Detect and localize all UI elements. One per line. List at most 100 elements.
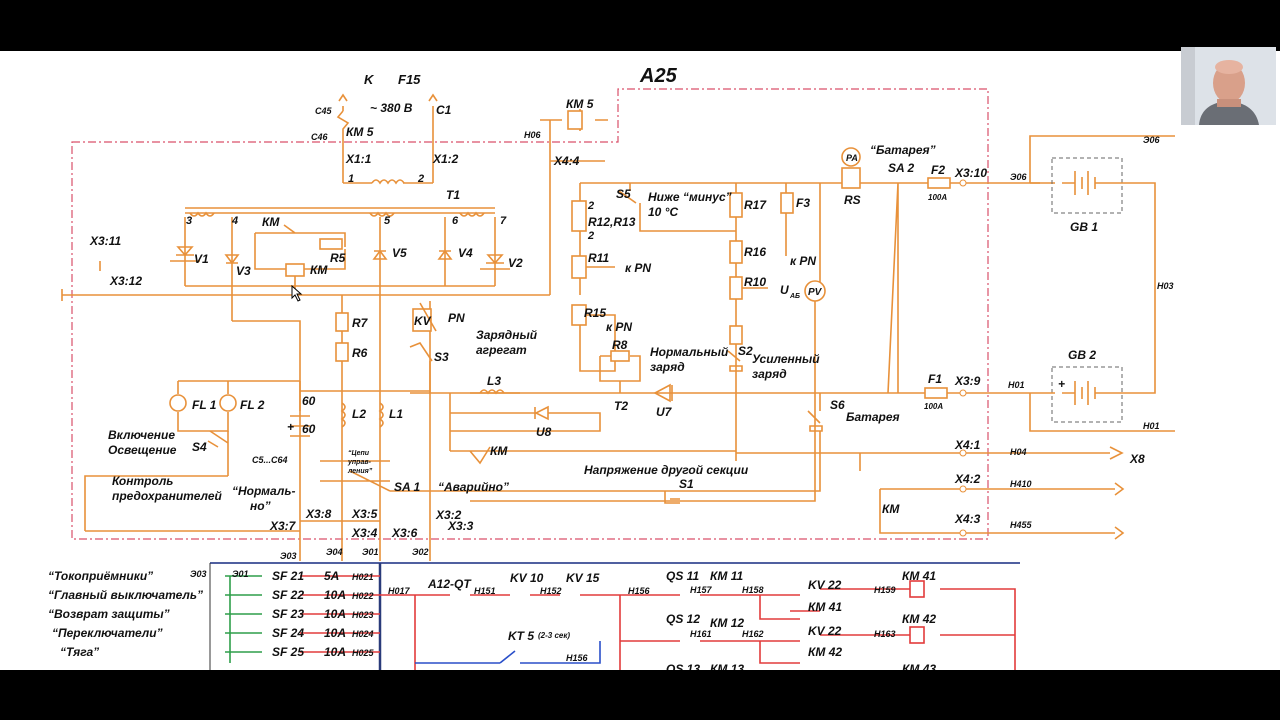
label-labels-r12: R12,R13 — [588, 215, 636, 229]
label-labels-battery2: Батарея — [846, 410, 900, 424]
label-labels-e02: Э02 — [412, 547, 428, 557]
label-labels-c1: С1 — [436, 103, 452, 117]
bottom-logic — [209, 562, 1020, 670]
label-labels-l1: L1 — [389, 407, 403, 421]
label-labels-battery: “Батарея” — [870, 143, 936, 157]
label-bottom_rows-2-sf: SF 23 — [272, 607, 304, 621]
label-labels-x3_6: Х3:6 — [391, 526, 418, 540]
label-labels-c60a: 60 — [302, 394, 316, 408]
label-labels-x3_3: Х3:3 — [447, 519, 474, 533]
label-labels-plus2: + — [1058, 377, 1065, 391]
label-bottom_rows-3-name: “Переключатели” — [52, 626, 163, 640]
label-bottom-km42: КМ 42 — [902, 612, 936, 626]
label-labels-h455: Н455 — [1010, 520, 1033, 530]
label-labels-charge: Зарядный — [476, 328, 538, 342]
label-labels-x1_2: Х1:2 — [432, 152, 459, 166]
label-labels-zaryad: заряд — [650, 360, 685, 374]
label-bottom_rows-2-wire: Н023 — [352, 610, 374, 620]
label-bottom_rows-0-name: “Токоприёмники” — [48, 569, 153, 583]
label-labels-a100b: 100A — [924, 402, 943, 411]
label-labels-r10: R10 — [744, 275, 766, 289]
label-labels-h06: Н06 — [524, 130, 542, 140]
presenter-avatar — [1181, 47, 1276, 125]
label-labels-x3_9: Х3:9 — [954, 374, 981, 388]
label-labels-sa2: SA 2 — [888, 161, 915, 175]
schematic-canvas: A25 K F15 ~ 380 В С45 С1 С46 КМ 5 КМ 5 Н… — [0, 51, 1280, 670]
label-labels-s6: S6 — [830, 398, 845, 412]
label-labels-n6: 6 — [452, 215, 459, 227]
label-labels-two_a: 2 — [587, 200, 594, 212]
label-labels-pv: PV — [808, 287, 823, 298]
label-bottom_rows-4-sf: SF 25 — [272, 645, 304, 659]
label-labels-n4: 4 — [231, 215, 238, 227]
label-labels-v5: V5 — [392, 246, 407, 260]
label-labels-km_c: КМ — [490, 444, 508, 458]
label-bottom-h162: Н162 — [742, 629, 764, 639]
label-labels-pn: PN — [448, 311, 465, 325]
label-labels-r11: R11 — [588, 251, 609, 265]
label-bottom-h152: Н152 — [540, 586, 562, 596]
label-labels-n3: 3 — [186, 215, 192, 227]
label-labels-f3: F3 — [796, 196, 810, 210]
label-labels-minus: Ниже “минус” — [648, 190, 732, 204]
label-labels-chain3: ления” — [347, 468, 373, 475]
label-labels-chain2: управ- — [347, 459, 372, 466]
label-bottom-a12qt: А12-QT — [427, 577, 472, 591]
label-bottom-km13: КМ 13 — [710, 662, 744, 670]
label-labels-x3_10: Х3:10 — [954, 166, 987, 180]
label-labels-x4_3: Х4:3 — [954, 512, 981, 526]
label-labels-boost: Усиленный — [752, 352, 820, 366]
label-labels-r6: R6 — [352, 346, 368, 360]
label-labels-two_b: 2 — [587, 230, 594, 242]
label-labels-x3_7: Х3:7 — [269, 519, 297, 533]
label-labels-tenc: 10 °C — [648, 205, 678, 219]
label-labels-s1: S1 — [679, 477, 694, 491]
label-labels-e06a: Э06 — [1143, 135, 1160, 145]
label-labels-pa: PA — [846, 153, 858, 163]
label-labels-gb1: GB 1 — [1070, 220, 1098, 234]
label-bottom_rows-3-amp: 10A — [324, 626, 346, 640]
label-labels-km5b: КМ 5 — [566, 97, 594, 111]
label-labels-incl: Включение — [108, 428, 175, 442]
label-labels-x3_5: Х3:5 — [351, 507, 378, 521]
label-labels-x8: Х8 — [1129, 452, 1145, 466]
label-labels-two: 2 — [417, 173, 424, 185]
label-labels-kv: KV — [414, 314, 432, 328]
label-labels-r7: R7 — [352, 316, 369, 330]
label-labels-km: КМ — [262, 215, 280, 229]
label-bottom-km11: КМ 11 — [710, 569, 743, 583]
label-bottom-h156b: Н156 — [566, 653, 589, 663]
label-labels-h03: Н03 — [1157, 281, 1174, 291]
label-labels-f15: F15 — [398, 72, 421, 87]
label-labels-e03: Э03 — [280, 551, 296, 561]
label-bottom_rows-0-wire: Н021 — [352, 572, 374, 582]
label-bottom-kv10: KV 10 — [510, 571, 544, 585]
label-bottom-qs13: QS 13 — [666, 662, 700, 670]
label-labels-zaryad2: заряд — [752, 367, 787, 381]
label-labels-fuses: предохранителей — [112, 489, 222, 503]
diagram-title: A25 — [639, 65, 678, 87]
label-labels-x4_4: Х4:4 — [553, 154, 580, 168]
label-bottom-h158: Н158 — [742, 585, 764, 595]
label-labels-light: Освещение — [108, 443, 177, 457]
label-labels-e04: Э04 — [326, 547, 342, 557]
label-labels-km_b: КМ — [310, 263, 328, 277]
label-bottom-qs12: QS 12 — [666, 612, 700, 626]
label-labels-r16: R16 — [744, 245, 766, 259]
label-labels-gb2: GB 2 — [1068, 348, 1096, 362]
label-labels-x3_11: Х3:11 — [89, 234, 121, 248]
label-labels-chain1: “Цепи — [348, 450, 370, 457]
label-bottom-e01: Э01 — [232, 569, 248, 579]
label-labels-other: Напряжение другой секции — [584, 463, 749, 477]
label-labels-kpn2: к PN — [790, 254, 816, 268]
label-labels-emergency: “Аварийно” — [438, 480, 509, 494]
label-labels-v3: V3 — [236, 264, 251, 278]
label-labels-v1: V1 — [194, 252, 209, 266]
label-labels-x3_2: Х3:2 — [435, 508, 462, 522]
label-bottom-km43: КМ 43 — [902, 662, 936, 670]
label-labels-s5: S5 — [616, 187, 631, 201]
label-labels-f2: F2 — [931, 163, 945, 177]
label-bottom_rows-0-sf: SF 21 — [272, 569, 304, 583]
label-bottom_rows-2-amp: 10A — [324, 607, 346, 621]
label-bottom_rows-4-amp: 10A — [324, 645, 346, 659]
